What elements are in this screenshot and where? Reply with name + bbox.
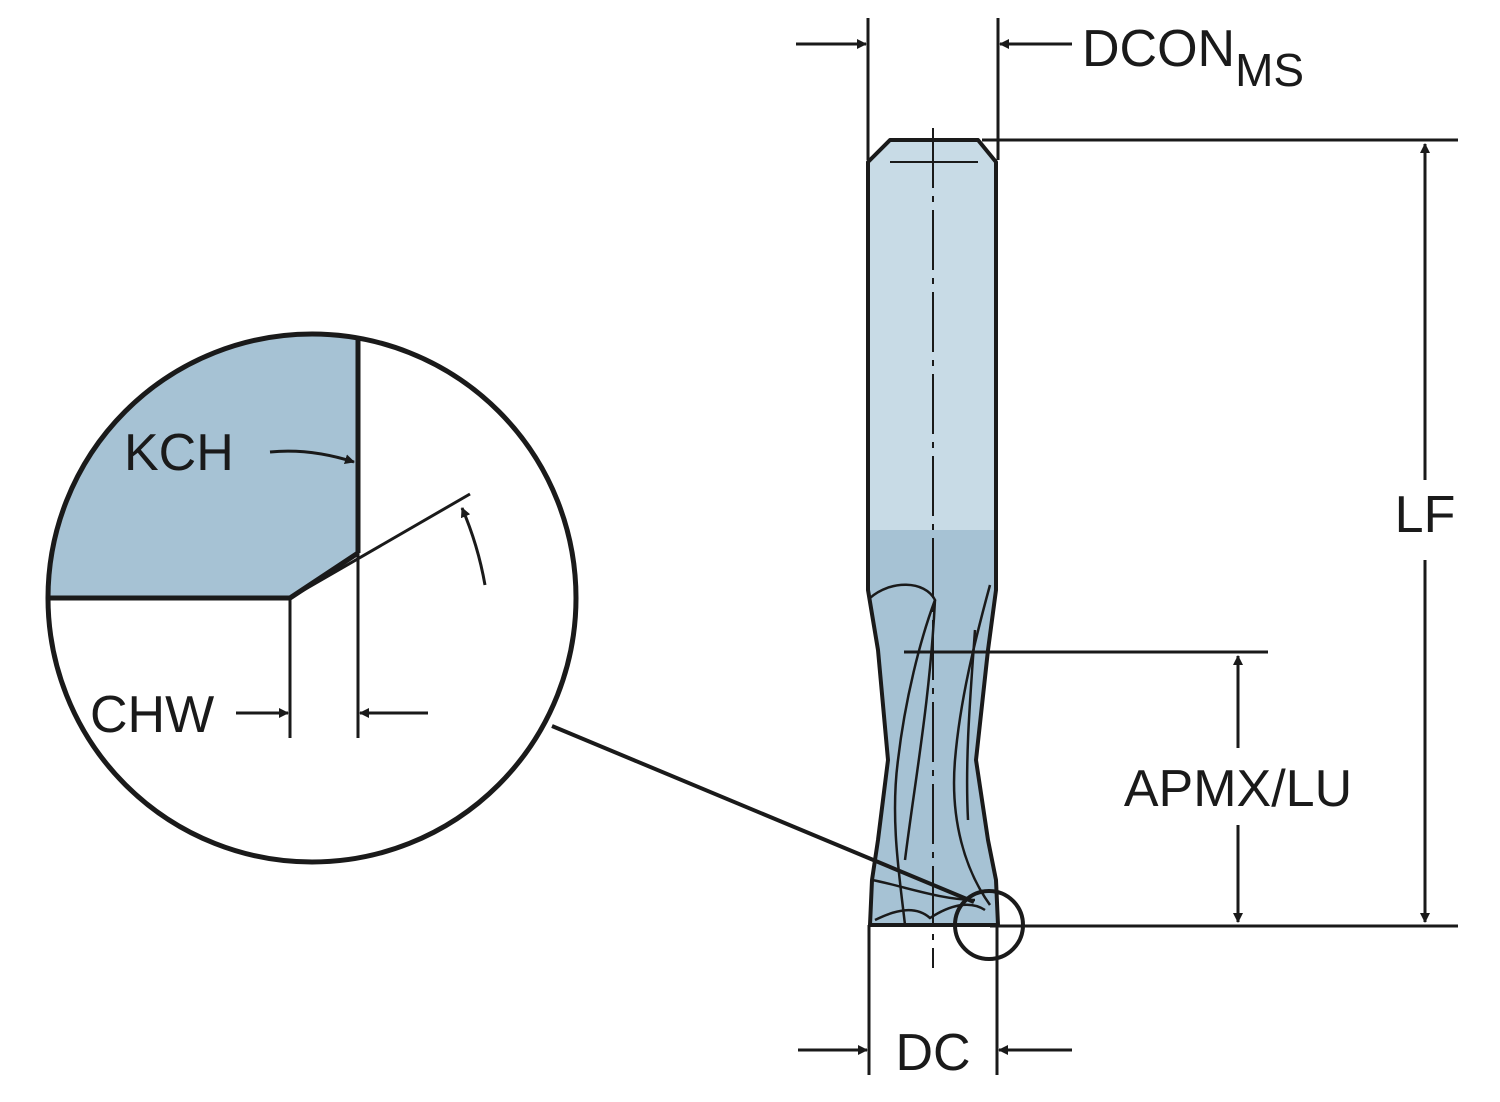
chamfer-angle-line [289, 492, 471, 600]
lf-dimension [982, 138, 1458, 928]
kch-arrow [269, 449, 355, 465]
dcon-label: DCONMS [1082, 20, 1304, 96]
lf-label: LF [1395, 486, 1456, 544]
corner-callout-circle [953, 889, 1025, 961]
dc-label: DC [895, 1024, 970, 1082]
detail-magnified-view: KCH CHW [45, 331, 579, 865]
dcon-dimension [796, 18, 1072, 160]
dc-dimension [798, 925, 1072, 1075]
callout-leader-line [551, 724, 975, 904]
chw-label: CHW [90, 686, 214, 744]
apmx-lu-dimension [904, 650, 1268, 923]
apmx-lu-label: APMX/LU [1124, 760, 1352, 818]
kch-label: KCH [124, 424, 234, 482]
end-mill-tool [866, 128, 1000, 968]
angle-arrow [460, 507, 487, 586]
